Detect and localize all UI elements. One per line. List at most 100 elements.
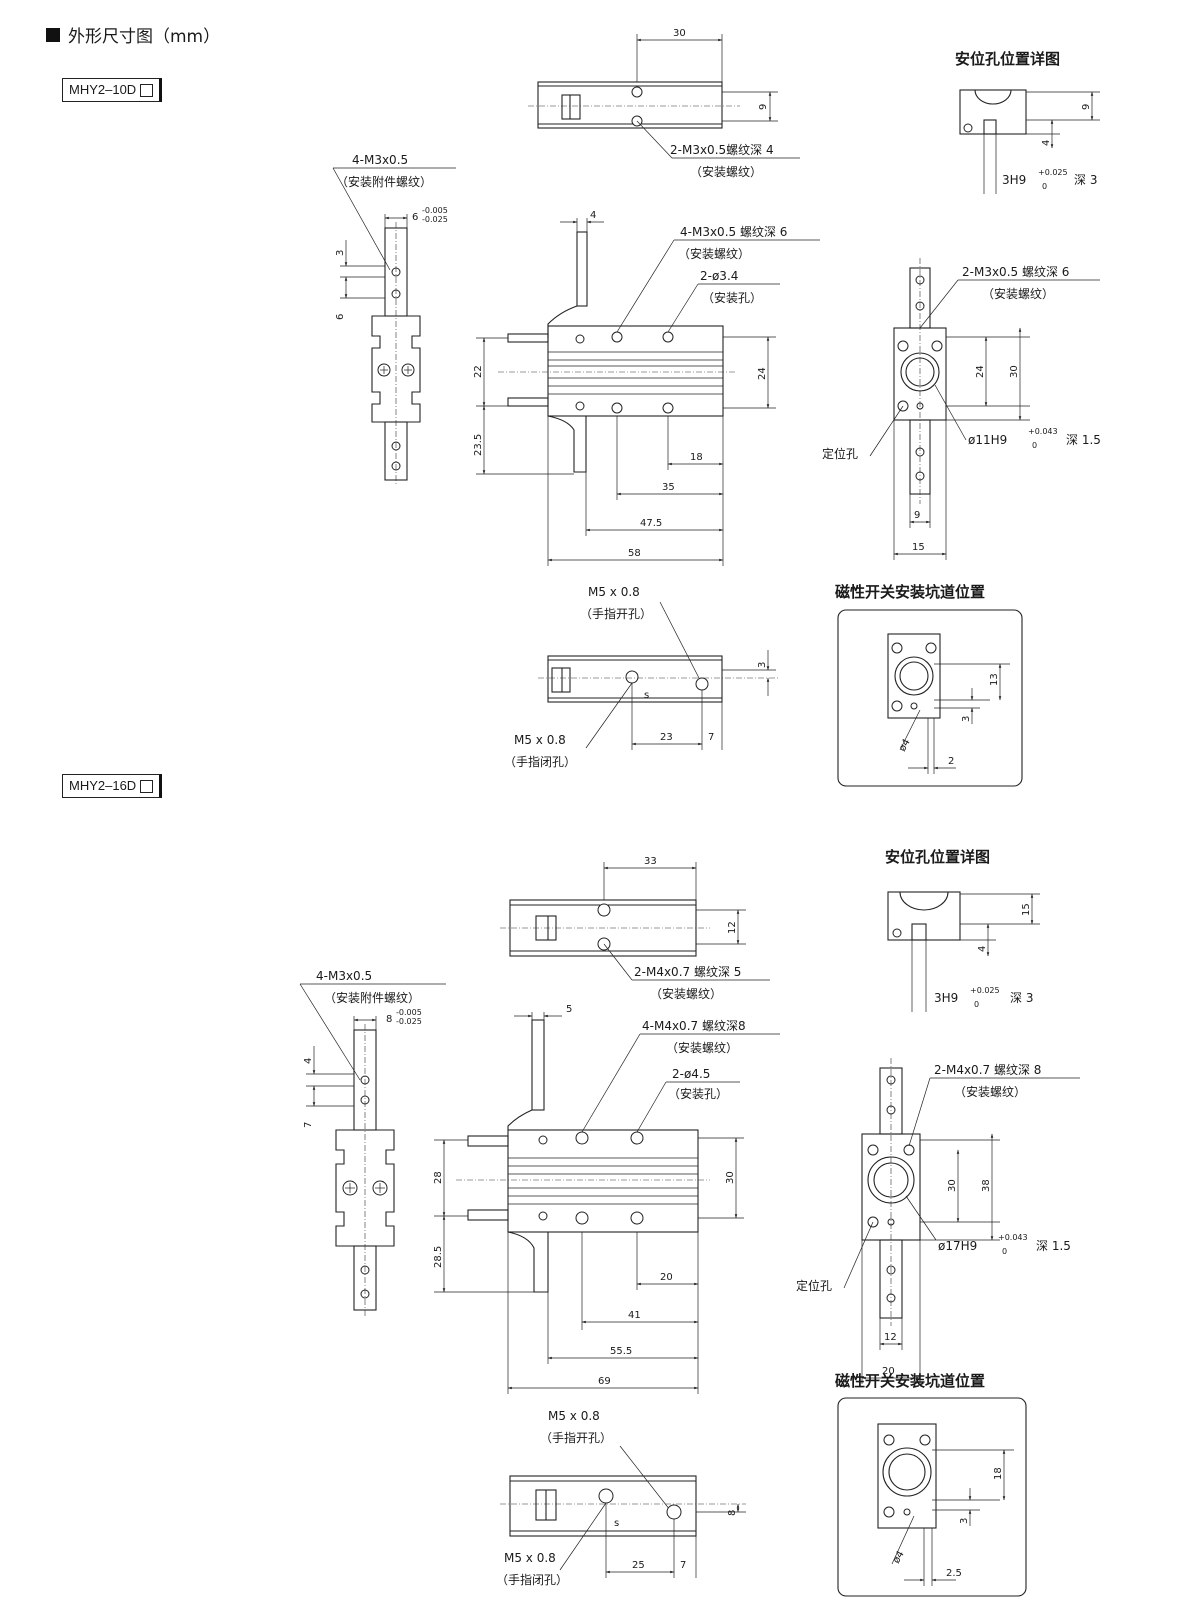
top-dim-width: 33	[644, 856, 657, 867]
top-callout: 2-M4x0.7 螺纹深 5	[634, 965, 741, 979]
detail-fit: 3H9	[1002, 173, 1026, 187]
front-dim-v1: 22	[473, 365, 484, 378]
top-callout-sub: （安装螺纹）	[650, 986, 722, 1001]
switch-dim-4: 2.5	[946, 1568, 962, 1579]
detail-dim-2: 4	[1041, 140, 1052, 146]
front-callout-2-sub: （安装孔）	[668, 1086, 728, 1101]
front-dim-h4: 58	[628, 548, 641, 559]
end-view-2: 2-M4x0.7 螺纹深 8 （安装螺纹） 30 38 ø17H9 +0.043…	[796, 1058, 1080, 1384]
detail-dim-1: 9	[1081, 104, 1092, 110]
front-thickness: 5	[566, 1004, 572, 1015]
switch-dim-1: 13	[989, 673, 1000, 686]
end-locator: 定位孔	[796, 1278, 832, 1293]
front-dim-v2: 23.5	[473, 434, 484, 456]
port-dim-3: 7	[708, 732, 714, 743]
front-view-1: 4 4-M3x0.5 螺纹深 6 （安装螺纹） 2-ø3.4 （安装孔） 22 …	[473, 210, 820, 566]
end-dim-v1: 30	[947, 1179, 958, 1192]
end-bore: ø17H9	[938, 1239, 977, 1253]
end-dim-h2: 15	[912, 542, 925, 553]
detail-fit-depth: 深 3	[1010, 991, 1033, 1005]
front-callout-1: 4-M4x0.7 螺纹深8	[642, 1019, 746, 1033]
end-dim-v1: 24	[975, 365, 986, 378]
port-dim-2: 23	[660, 732, 673, 743]
front-dim-h2: 35	[662, 482, 675, 493]
end-bore: ø11H9	[968, 433, 1007, 447]
side-dim-2: 7	[303, 1122, 314, 1128]
port-close: M5 x 0.8	[504, 1551, 556, 1565]
switch-view-1: 磁性开关安装坑道位置 13 3 ø4 2	[835, 583, 1023, 787]
option-box-icon	[140, 83, 154, 97]
end-dim-h1: 9	[914, 510, 920, 521]
front-callout-2-sub: （安装孔）	[702, 290, 762, 305]
front-dim-v2: 28.5	[433, 1246, 444, 1268]
front-dim-h4: 69	[598, 1376, 611, 1387]
switch-title: 磁性开关安装坑道位置	[835, 583, 985, 601]
front-callout-1: 4-M3x0.5 螺纹深 6	[680, 225, 787, 239]
top-dim-width: 30	[673, 28, 686, 39]
side-dim-1: 4	[303, 1058, 314, 1064]
side-width: 6	[412, 212, 418, 223]
end-bore-depth: 深 1.5	[1036, 1239, 1071, 1253]
side-width-upper: -0.005	[422, 206, 448, 215]
side-width-lower: -0.025	[396, 1017, 422, 1026]
port-open: M5 x 0.8	[588, 585, 640, 599]
side-dim-2: 6	[335, 314, 346, 320]
top-dim-pitch: 12	[727, 921, 738, 934]
front-dim-h3: 47.5	[640, 518, 662, 529]
front-callout-2: 2-ø4.5	[672, 1067, 710, 1081]
port-open-sub: （手指开孔）	[540, 1430, 612, 1445]
port-dim-1: 8	[727, 1510, 738, 1516]
model-label-1: MHY2–10D	[62, 78, 163, 102]
end-bore-upper: +0.043	[998, 1233, 1028, 1242]
end-callout-sub: （安装螺纹）	[954, 1084, 1026, 1099]
side-callout: 4-M3x0.5	[316, 969, 372, 983]
detail-fit: 3H9	[934, 991, 958, 1005]
end-dim-h1: 12	[884, 1332, 897, 1343]
side-dim-1: 3	[335, 250, 346, 256]
end-view-1: 2-M3x0.5 螺纹深 6 （安装螺纹） 24 30 ø11H9 +0.043…	[822, 258, 1101, 560]
port-view-2: M5 x 0.8 （手指开孔） s 8 25 7 M5 x 0.8 （手指闭孔）	[496, 1409, 746, 1587]
side-callout: 4-M3x0.5	[352, 153, 408, 167]
end-callout: 2-M4x0.7 螺纹深 8	[934, 1063, 1041, 1077]
switch-dim-4: 2	[948, 756, 954, 767]
detail-view-2: 安位孔位置详图 15 4 3H9 +0.025 0 深 3	[885, 848, 1040, 1012]
model-label-2: MHY2–16D	[62, 774, 163, 798]
side-width-lower: -0.025	[422, 215, 448, 224]
detail-view-1: 安位孔位置详图 9 4 3H9 +0.025 0 深 3	[955, 50, 1100, 194]
section-title: 外形尺寸图（mm）	[68, 27, 221, 47]
port-view-1: M5 x 0.8 （手指开孔） s 3 23 7 M5 x 0.8 （手指闭孔）	[504, 585, 780, 769]
front-callout-1-sub: （安装螺纹）	[678, 246, 750, 261]
front-dim-v3: 24	[757, 367, 768, 380]
front-dim-h2: 41	[628, 1310, 641, 1321]
front-view-2: 5 4-M4x0.7 螺纹深8 （安装螺纹） 2-ø4.5 （安装孔） 28 2…	[433, 1004, 780, 1394]
front-callout-2: 2-ø3.4	[700, 269, 738, 283]
side-callout-sub: （安装附件螺纹）	[324, 990, 420, 1005]
port-open: M5 x 0.8	[548, 1409, 600, 1423]
top-dim-pitch: 9	[758, 104, 769, 110]
model-2-drawings: 33 12 2-M4x0.7 螺纹深 5 （安装螺纹） 安位孔位置详图 15 4…	[299, 848, 1080, 1597]
detail-fit-upper: +0.025	[1038, 168, 1068, 177]
top-view-1: 30 9 2-M3x0.5螺纹深 4 （安装螺纹）	[528, 28, 800, 179]
model-1-drawings: 30 9 2-M3x0.5螺纹深 4 （安装螺纹） 安位孔位置详图 9 4 3H…	[332, 28, 1101, 787]
switch-title: 磁性开关安装坑道位置	[835, 1372, 985, 1390]
end-bore-lower: 0	[1002, 1247, 1007, 1256]
side-callout-sub: （安装附件螺纹）	[336, 174, 432, 189]
switch-view-2: 磁性开关安装坑道位置 18 3 ø4 2.5	[835, 1372, 1027, 1597]
end-callout: 2-M3x0.5 螺纹深 6	[962, 265, 1069, 279]
switch-dim-2: 3	[961, 716, 972, 722]
detail-title: 安位孔位置详图	[885, 848, 990, 866]
top-view-2: 33 12 2-M4x0.7 螺纹深 5 （安装螺纹）	[500, 856, 770, 1001]
switch-dim-1: 18	[993, 1467, 1004, 1480]
end-bore-lower: 0	[1032, 441, 1037, 450]
switch-dim-3: ø4	[897, 737, 913, 753]
top-callout: 2-M3x0.5螺纹深 4	[670, 143, 774, 157]
port-open-sub: （手指开孔）	[580, 606, 652, 621]
port-close-sub: （手指闭孔）	[496, 1572, 568, 1587]
detail-fit-lower: 0	[1042, 182, 1047, 191]
option-box-icon	[140, 779, 154, 793]
front-dim-v3: 30	[725, 1171, 736, 1184]
port-close: M5 x 0.8	[514, 733, 566, 747]
end-locator: 定位孔	[822, 446, 858, 461]
bullet-square-icon	[46, 27, 60, 42]
